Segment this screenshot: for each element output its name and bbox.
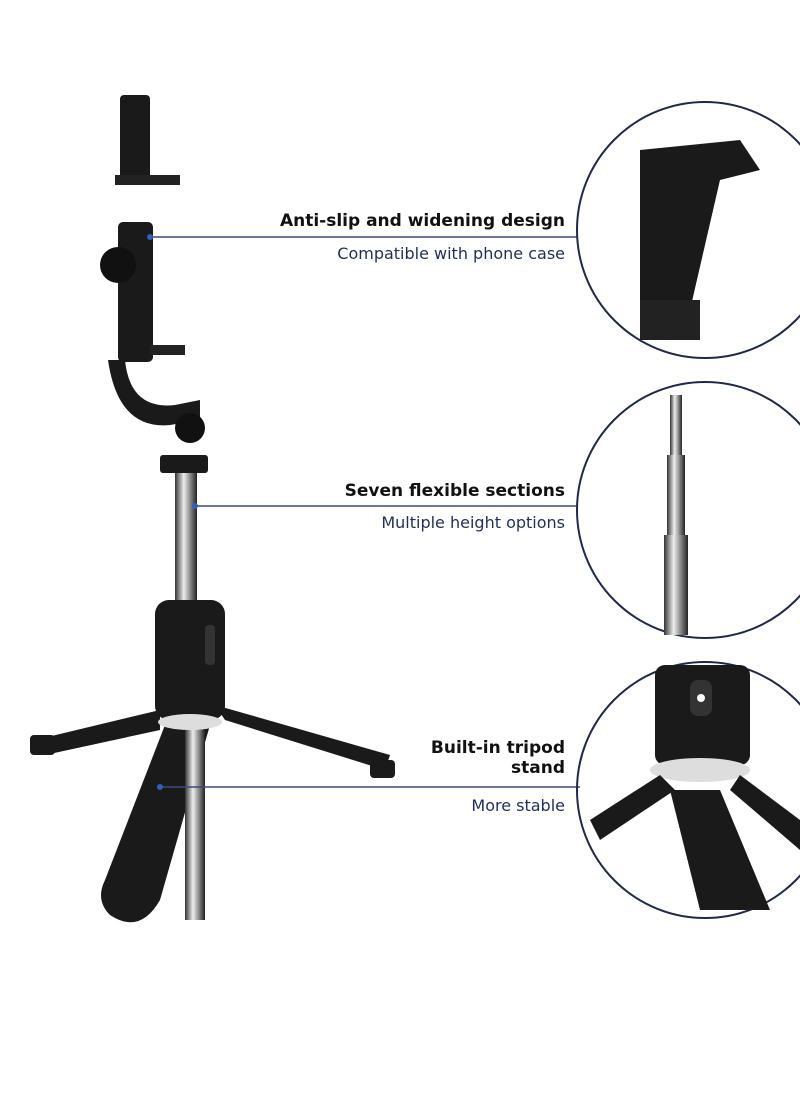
telescopic-pole <box>175 473 197 608</box>
detail-circle-clamp <box>576 101 800 359</box>
detail-circle-pole <box>576 381 800 639</box>
tripod-legs <box>30 705 395 923</box>
feature-title-stand: Built-in tripod stand <box>430 738 565 778</box>
feature-subtitle-pole: Multiple height options <box>381 513 565 532</box>
feature-title-clamp: Anti-slip and widening design <box>279 211 565 231</box>
feature-title-pole: Seven flexible sections <box>344 481 565 501</box>
callout-lines <box>150 236 580 788</box>
phone-clamp <box>100 95 208 473</box>
feature-subtitle-clamp: Compatible with phone case <box>337 244 565 263</box>
feature-subtitle-stand: More stable <box>471 796 565 815</box>
detail-circle-stand <box>576 661 800 919</box>
